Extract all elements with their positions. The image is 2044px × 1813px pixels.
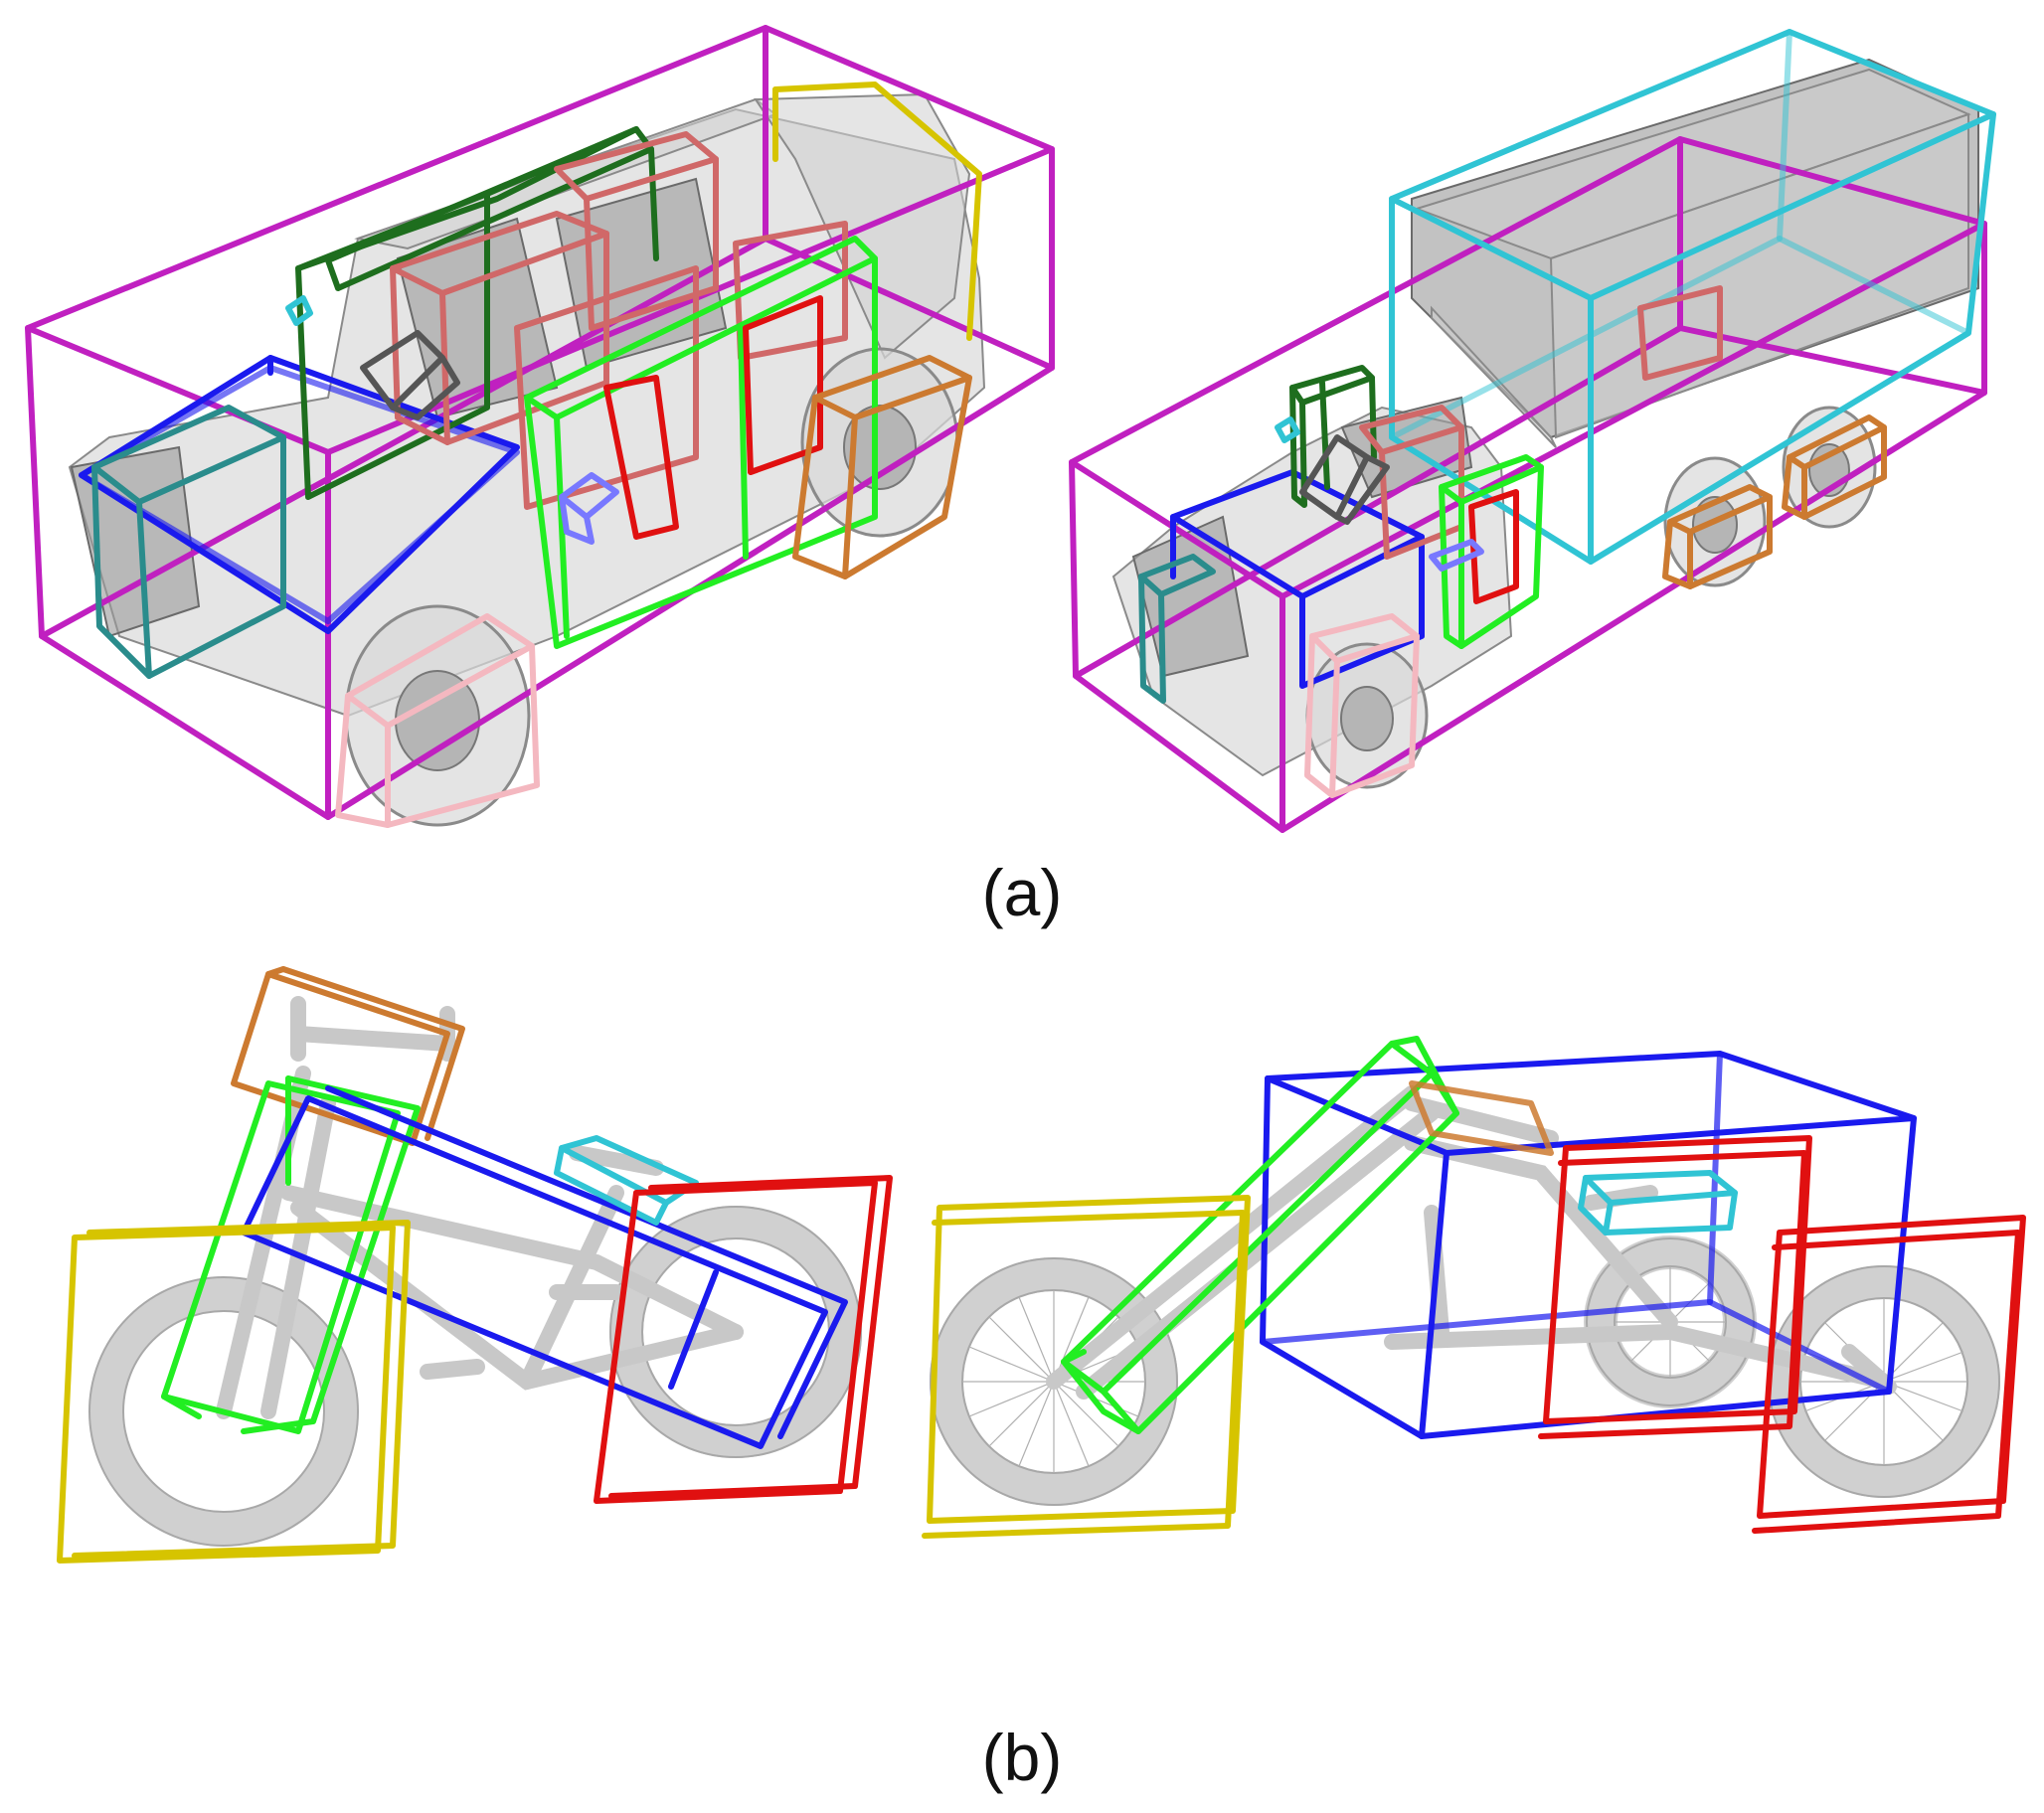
suv-mirror-box xyxy=(360,330,460,420)
truck-front-wheel-box xyxy=(1304,613,1420,798)
bmx-frame xyxy=(216,996,744,1419)
bicycle-figure xyxy=(57,966,2026,1564)
panel-b: (b) xyxy=(0,954,2044,1813)
panel-a: (a) xyxy=(25,25,1996,929)
truck-handle-box xyxy=(1429,539,1484,572)
chopper-seat-box xyxy=(1578,1170,1738,1236)
chopper-bicycle-model xyxy=(922,1036,2026,1539)
truck-cargo-box xyxy=(1389,29,1996,565)
suv-hood-box xyxy=(79,355,520,634)
bmx-front-wheel-box xyxy=(57,1220,411,1564)
chopper-handlebar-box xyxy=(1409,1080,1554,1156)
bmx-bicycle-model xyxy=(57,966,893,1564)
suv-door-box xyxy=(524,236,878,649)
truck-door-box xyxy=(1439,454,1544,649)
bmx-frame-box xyxy=(241,1085,848,1449)
suv-antenna-box xyxy=(285,295,313,326)
truck-overall-box xyxy=(1069,136,1987,833)
suv-rear-door-box xyxy=(603,295,823,540)
vehicle-figure xyxy=(25,25,1996,833)
suv-rear-wheel-box xyxy=(792,355,972,579)
truck-rear-wheel-box-2 xyxy=(1782,414,1887,520)
box-truck-model xyxy=(1069,29,1996,833)
truck-antenna-box xyxy=(1275,416,1300,443)
panel-b-caption: (b) xyxy=(981,1721,1063,1794)
panel-a-caption: (a) xyxy=(981,856,1063,929)
suv-handle-box xyxy=(559,472,619,545)
chopper-front-wheel-box xyxy=(922,1195,1251,1539)
suv-grille-box xyxy=(91,405,286,679)
truck-door-inner-box xyxy=(1468,489,1519,604)
bmx-front-wheel xyxy=(88,1276,359,1547)
truck-grille-box xyxy=(1138,554,1216,704)
suv-rear-box xyxy=(772,82,982,341)
truck-rear-wheel-box-1 xyxy=(1662,484,1773,589)
bmx-seat-box xyxy=(554,1135,699,1226)
truck-mirror-box xyxy=(1299,434,1390,525)
bmx-fork-box xyxy=(161,1075,421,1434)
chopper-rear-wheel-box-1 xyxy=(1538,1135,1812,1439)
suv-front-wheel-box xyxy=(335,613,540,828)
bmx-rear-wheel-box xyxy=(594,1175,893,1504)
suv-seat-boxes xyxy=(390,131,848,510)
suv-windshield-box xyxy=(295,126,659,500)
suv-model xyxy=(25,25,1055,828)
chopper-rear-wheel-box-2 xyxy=(1752,1215,2026,1534)
